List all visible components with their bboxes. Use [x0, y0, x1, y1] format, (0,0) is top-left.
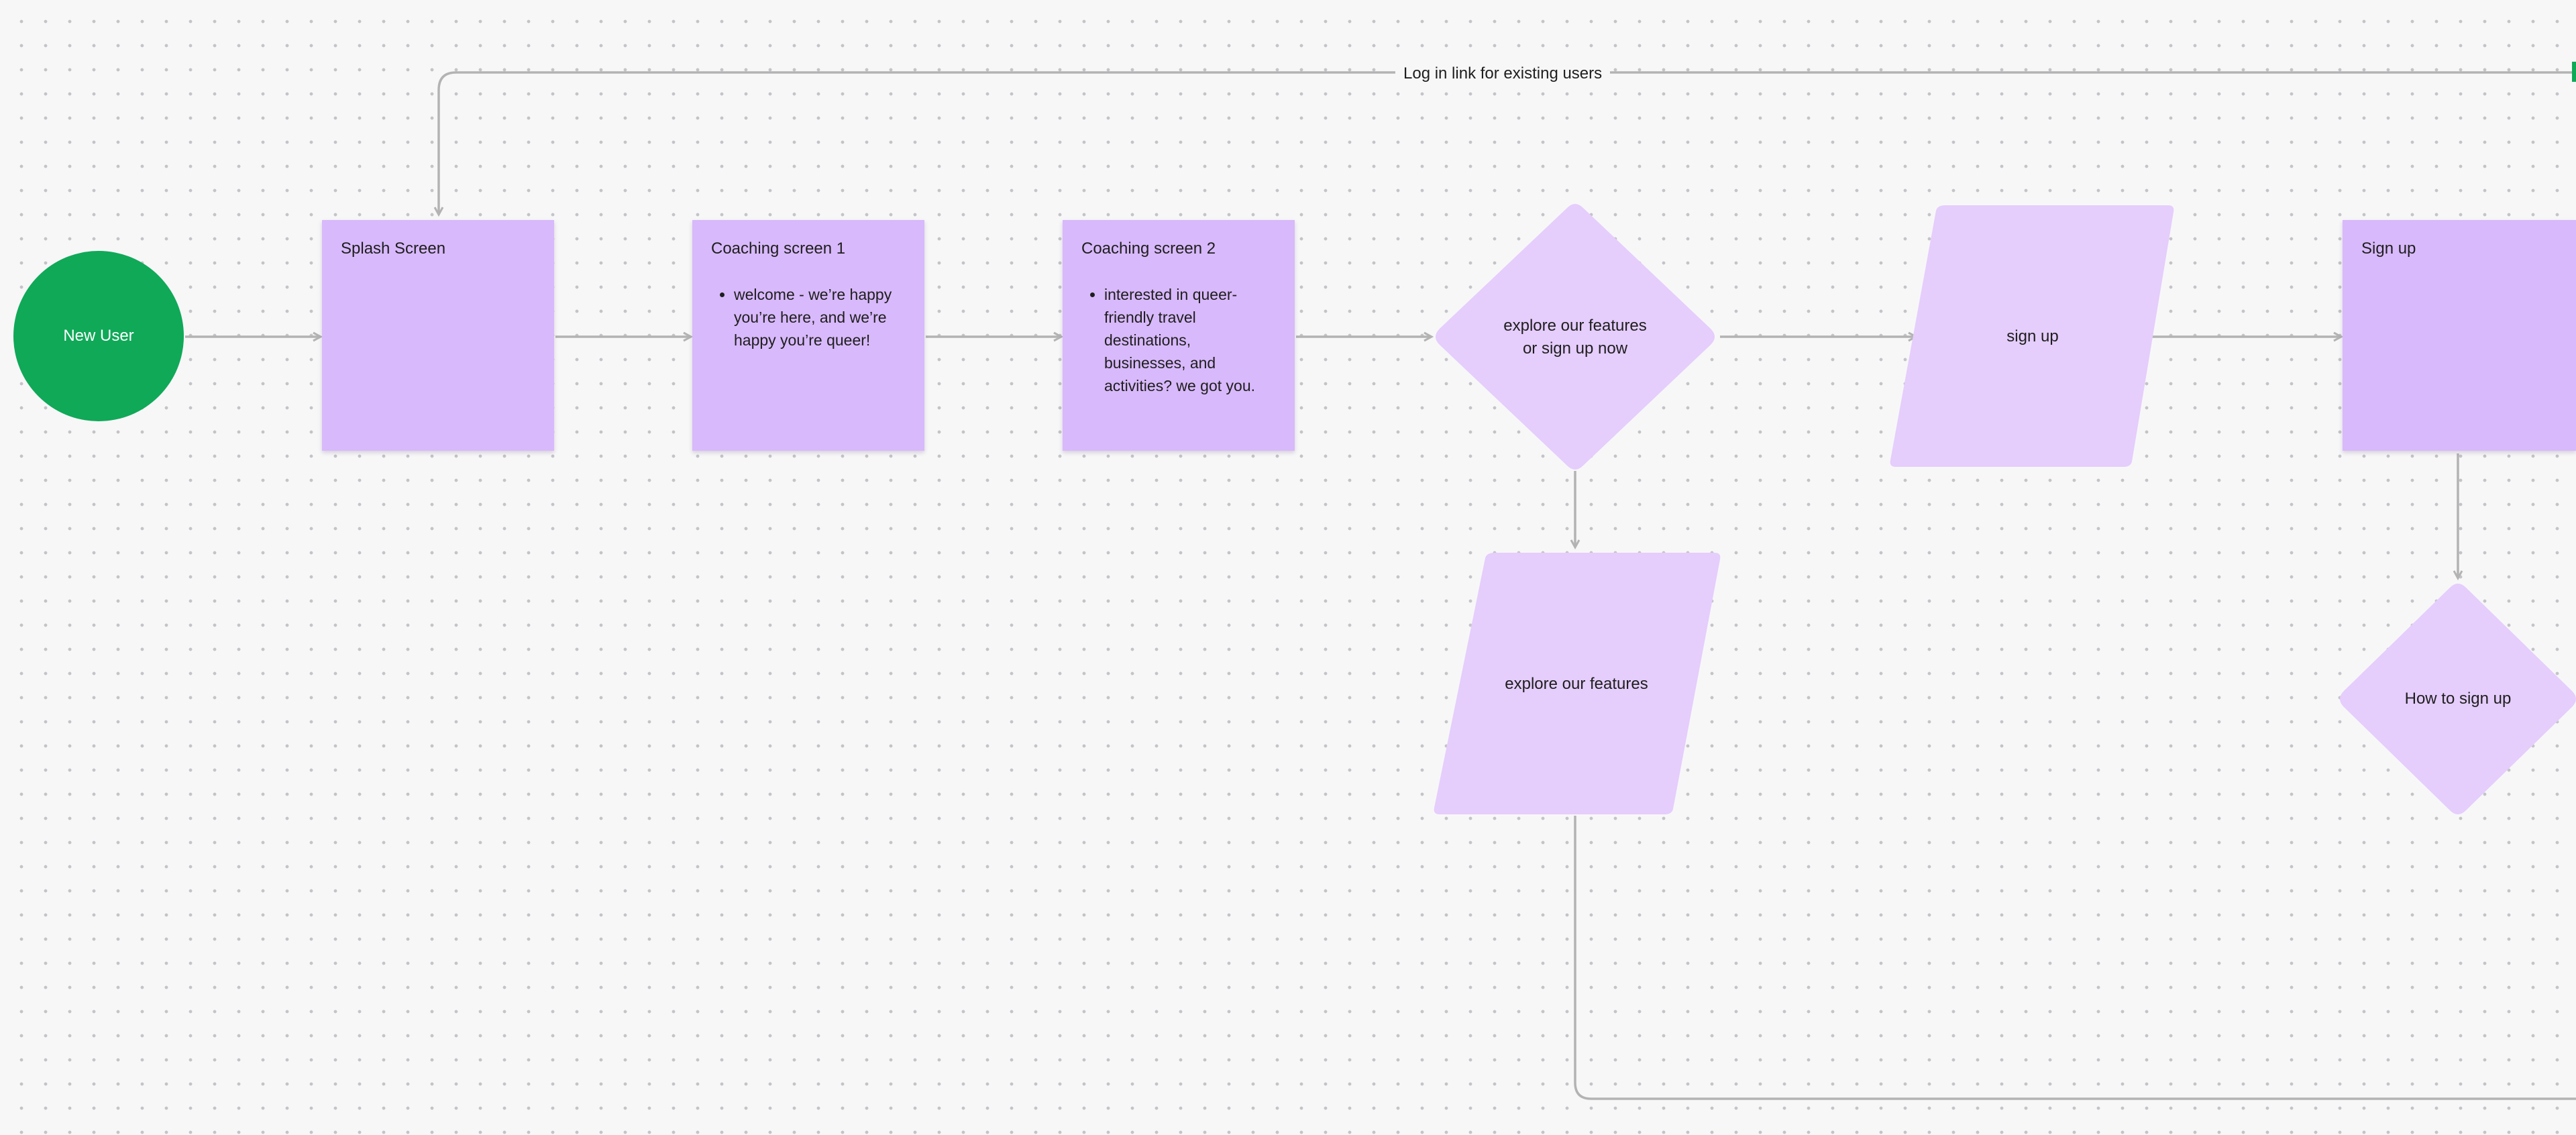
sticky-splash-screen[interactable]: Splash Screen — [322, 220, 554, 451]
sticky-sign-up[interactable]: Sign up — [2343, 220, 2576, 451]
sticky-title: Splash Screen — [341, 239, 446, 258]
connector-explore-bottom — [1574, 816, 2576, 1100]
decision-diamond-how-to-sign-up[interactable] — [2340, 584, 2576, 814]
login-link-label: Log in link for existing users — [1395, 62, 1611, 86]
sticky-coaching-screen-1[interactable]: Coaching screen 1 welcome - we’re happy … — [692, 220, 924, 451]
sticky-title: Coaching screen 1 — [711, 239, 846, 258]
start-node-new-user[interactable]: New User — [13, 251, 184, 421]
sticky-bullet-list: interested in queer-friendly travel dest… — [1081, 283, 1276, 397]
input-parallelogram-explore-features[interactable] — [1434, 553, 1721, 814]
sticky-bullet: welcome - we’re happy you’re here, and w… — [734, 283, 906, 352]
input-parallelogram-sign-up[interactable] — [1890, 205, 2174, 467]
start-node-label: New User — [63, 327, 134, 345]
sticky-title: Coaching screen 2 — [1081, 239, 1216, 258]
sticky-bullet: interested in queer-friendly travel dest… — [1104, 283, 1276, 397]
sticky-coaching-screen-2[interactable]: Coaching screen 2 interested in queer-fr… — [1063, 220, 1295, 451]
sticky-bullet-list: welcome - we’re happy you’re here, and w… — [711, 283, 906, 352]
connector-login-link — [439, 71, 2573, 215]
connector-endpoint-marker — [2572, 62, 2576, 82]
decision-diamond-explore-or-signup[interactable] — [1436, 204, 1715, 470]
sticky-title: Sign up — [2361, 239, 2416, 258]
